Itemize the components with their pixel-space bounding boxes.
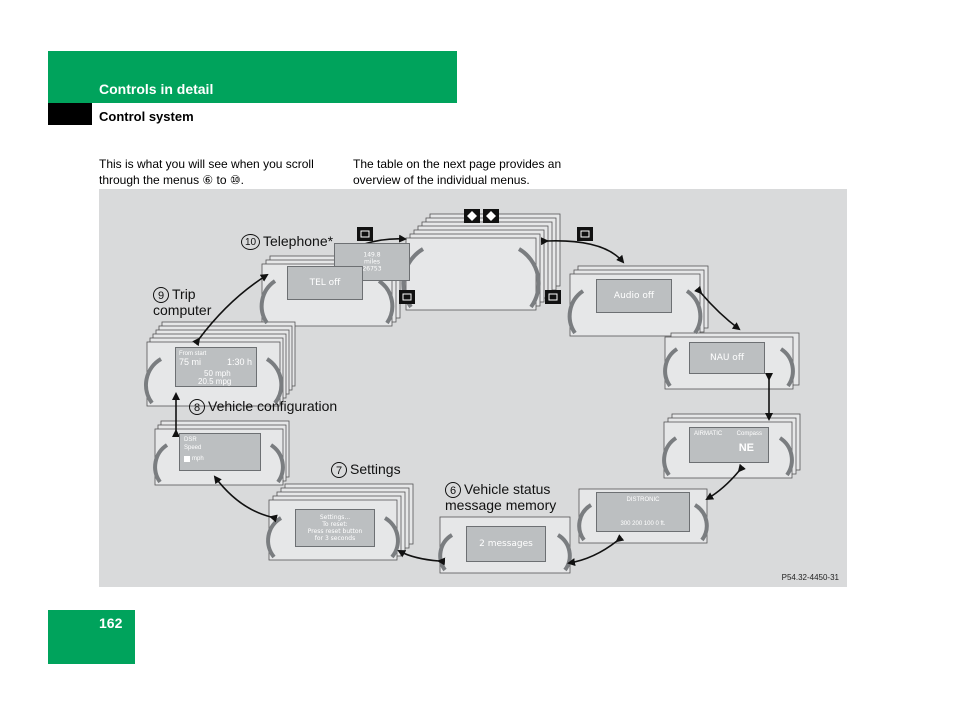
page-number-box bbox=[48, 610, 135, 664]
page-number: 162 bbox=[99, 615, 123, 631]
trip-computer-screen: From start 75 mi 1:30 h 50 mph 20.5 mpg bbox=[175, 347, 257, 387]
messages-screen: 2 messages bbox=[466, 526, 546, 562]
intro-text-right: The table on the next page provides an o… bbox=[353, 157, 562, 187]
subsection-title: Control system bbox=[99, 109, 194, 124]
airmatic-compass-screen: AIRMATIC Compass NE bbox=[689, 427, 769, 463]
audio-screen: Audio off bbox=[596, 279, 672, 313]
nav-screen: NAU off bbox=[689, 342, 765, 374]
intro-text-left: This is what you will see when you scrol… bbox=[99, 157, 314, 187]
settings-screen: Settings... To reset: Press reset button… bbox=[295, 509, 375, 547]
menu-cycle-figure: 149.8 miles 26753 TEL off Audio off NAU … bbox=[99, 189, 847, 587]
distronic-screen: DISTRONIC 300 200 100 0 ft. bbox=[596, 492, 690, 532]
arrow-keys-icon bbox=[464, 209, 499, 223]
header-bar bbox=[48, 51, 457, 103]
section-title: Controls in detail bbox=[99, 81, 214, 97]
figure-code: P54.32-4450-31 bbox=[781, 573, 839, 582]
subsection-marker bbox=[48, 103, 92, 125]
vehicle-config-screen: DSR Speed mph bbox=[179, 433, 261, 471]
telephone-screen: TEL off bbox=[287, 266, 363, 300]
